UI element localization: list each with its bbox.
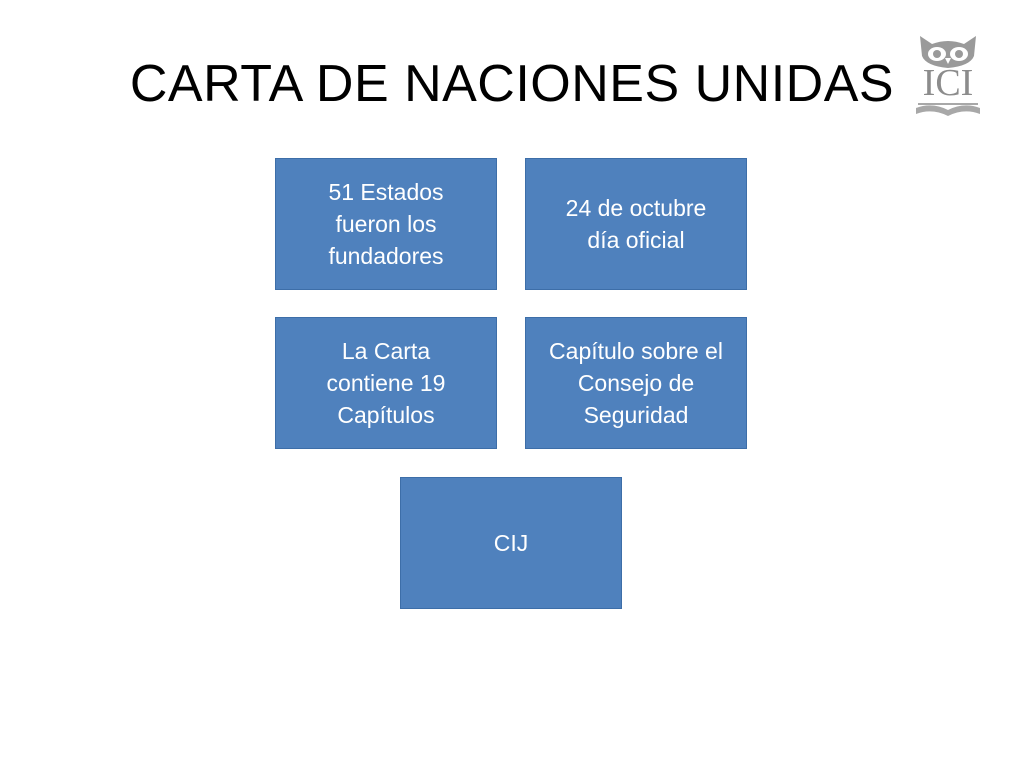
box-fundadores: 51 Estados fueron los fundadores [275, 158, 497, 290]
box-consejo-seguridad-text: Capítulo sobre el Consejo de Seguridad [549, 338, 723, 428]
box-dia-oficial: 24 de octubre día oficial [525, 158, 747, 290]
box-cij: CIJ [400, 477, 622, 609]
box-fundadores-text: 51 Estados fueron los fundadores [328, 179, 444, 269]
box-capitulos: La Carta contiene 19 Capítulos [275, 317, 497, 449]
box-consejo-seguridad: Capítulo sobre el Consejo de Seguridad [525, 317, 747, 449]
ici-logo: ICI [912, 30, 984, 122]
logo-text: ICI [922, 62, 974, 104]
slide-title: CARTA DE NACIONES UNIDAS [129, 55, 895, 113]
box-capitulos-text: La Carta contiene 19 Capítulos [326, 338, 446, 428]
owl-icon [916, 36, 980, 116]
box-cij-text: CIJ [493, 530, 529, 556]
box-dia-oficial-text: 24 de octubre día oficial [565, 195, 707, 253]
